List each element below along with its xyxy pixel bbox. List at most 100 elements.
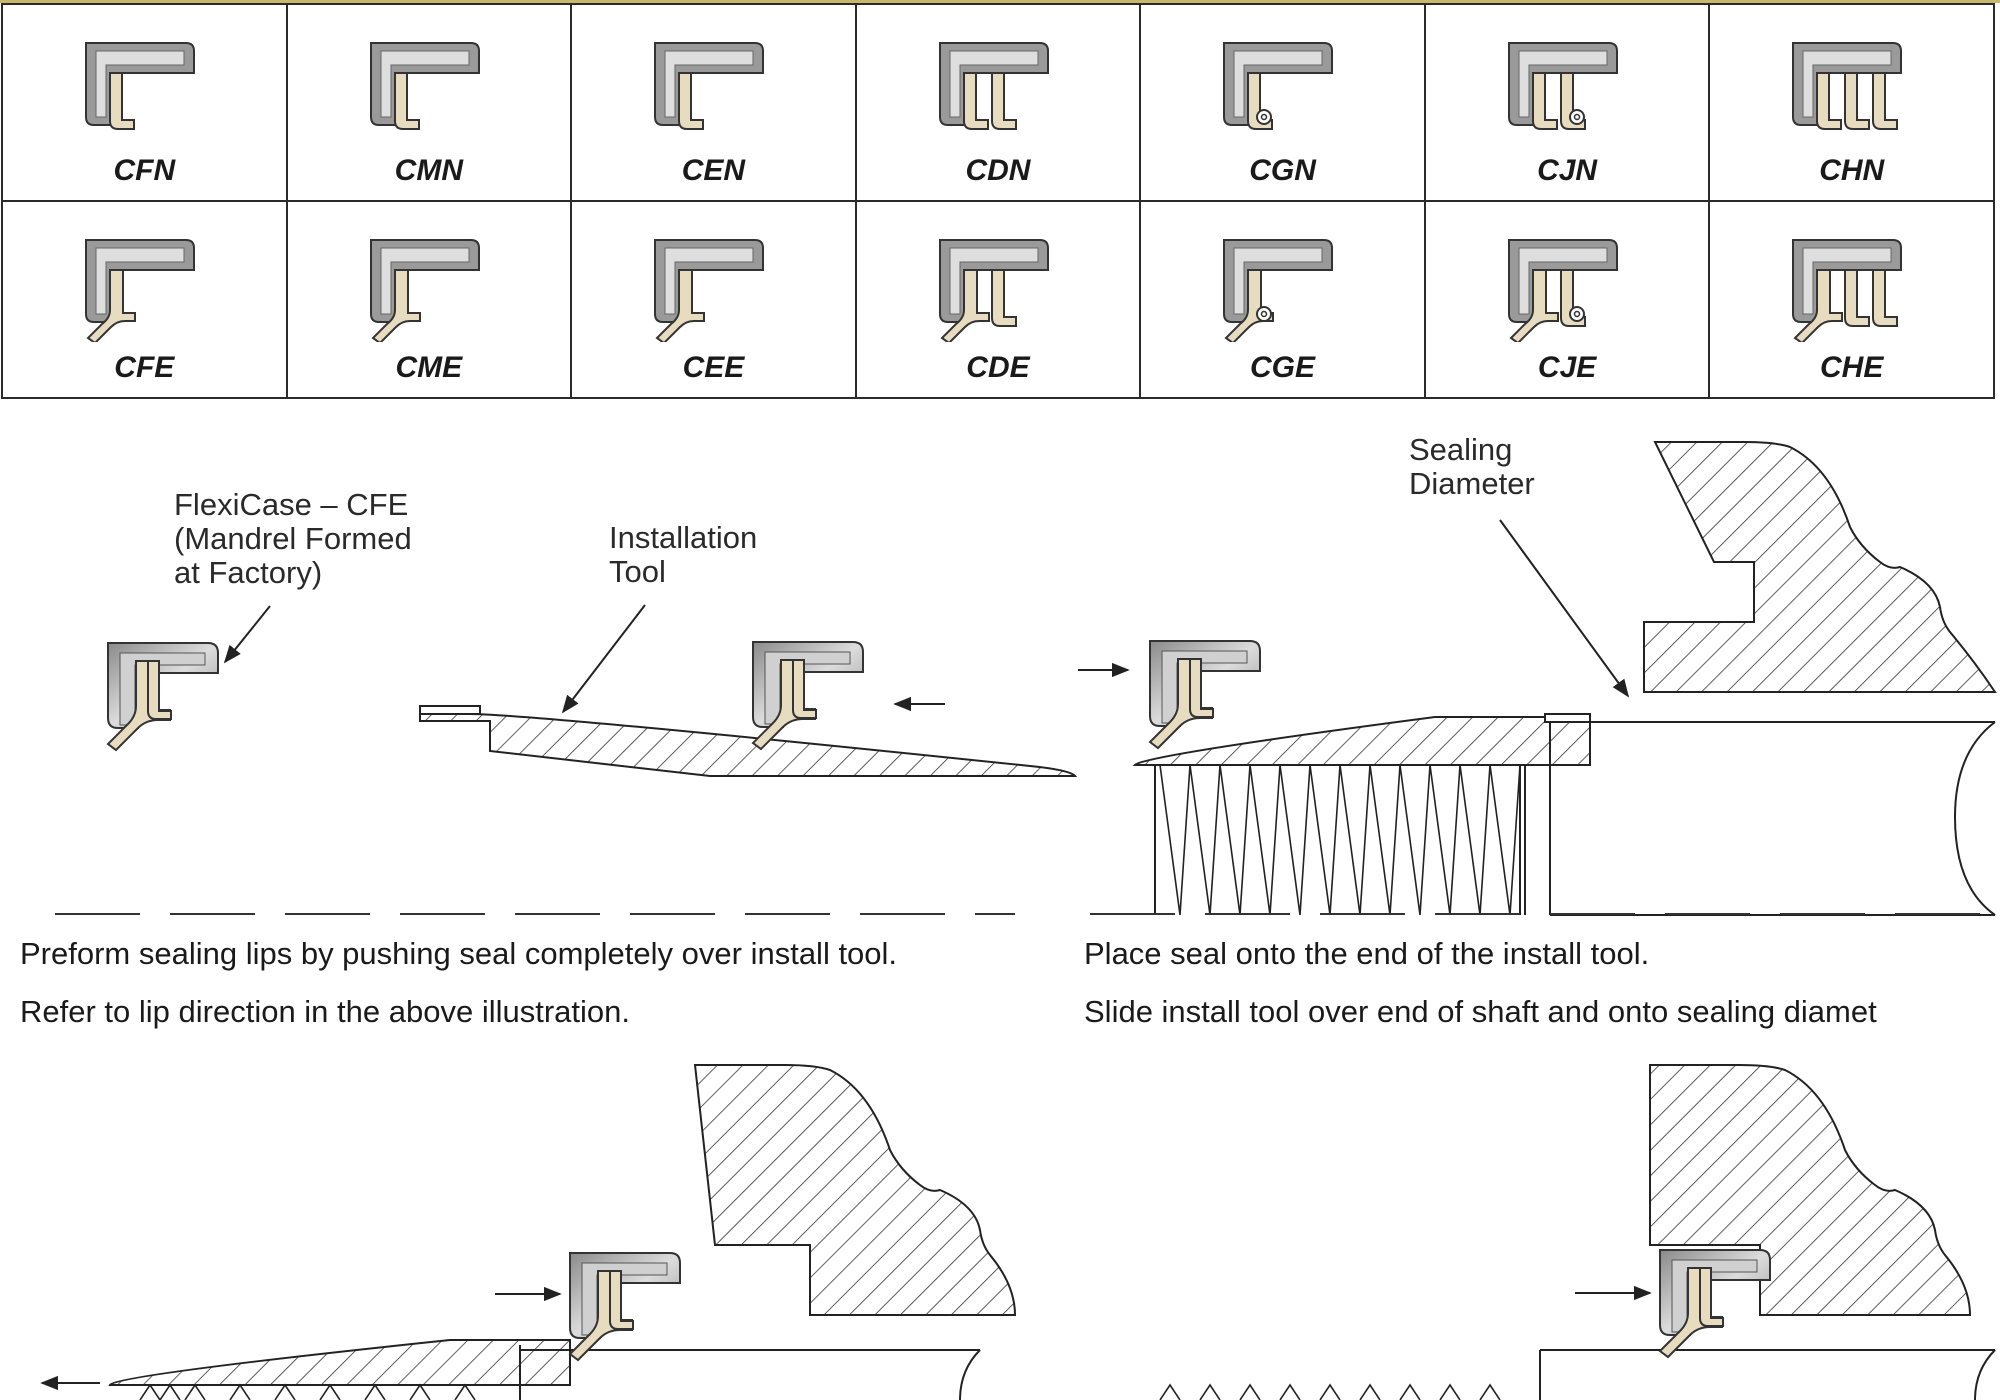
- step1-caption-b: Refer to lip direction in the above illu…: [20, 994, 630, 1029]
- spring-shape: [1568, 109, 1585, 125]
- lip-shape: [1872, 72, 1899, 130]
- label-line: at Factory): [174, 555, 323, 590]
- lip-shape: [371, 269, 421, 342]
- seal-code: CEE: [682, 351, 745, 384]
- label-line: (Mandrel Formed: [174, 521, 412, 556]
- lip-shape: [990, 269, 1017, 327]
- seal-cell-cme: CME: [285, 200, 573, 399]
- label-line: Diameter: [1409, 466, 1535, 501]
- seal-profile-icon: [938, 42, 1049, 130]
- seal-code: CJN: [1537, 154, 1598, 187]
- seal-code: CMN: [394, 154, 463, 187]
- shaft: [519, 1345, 980, 1400]
- shaft: [1549, 721, 1995, 916]
- top-rule: [0, 0, 2000, 3]
- seal-cell-cen: CEN: [570, 3, 857, 202]
- housing-bore: [1643, 441, 1997, 693]
- case-highlight: [1233, 50, 1323, 118]
- case-highlight: [95, 247, 185, 315]
- seal-code: CEN: [681, 154, 746, 187]
- step4-diagram: [1159, 1064, 1996, 1400]
- seal-cell-cge: CGE: [1139, 200, 1426, 399]
- label-line: FlexiCase – CFE: [174, 487, 409, 522]
- spring-shape: [1256, 109, 1273, 125]
- install-tool-shape: [1132, 716, 1591, 766]
- step2-caption-b: Slide install tool over end of shaft and…: [1084, 994, 1877, 1029]
- seal-profile-icon: [369, 42, 480, 130]
- housing-bore: [693, 1064, 1017, 1316]
- seal-code: CGE: [1250, 351, 1316, 384]
- label-line: Installation: [609, 520, 758, 555]
- seal-profile-icon: [85, 42, 195, 130]
- seal-profile-icon: [1223, 42, 1334, 130]
- step2-caption-a: Place seal onto the end of the install t…: [1084, 936, 1650, 971]
- lip-shape: [86, 269, 136, 342]
- seal-code: CDN: [965, 154, 1031, 187]
- seal-cell-cmn: CMN: [285, 3, 573, 202]
- spring-core: [1573, 113, 1581, 121]
- shaft-threads: [1159, 1383, 1501, 1400]
- seal-code: CHE: [1820, 351, 1884, 384]
- seal-cell-cde: CDE: [854, 200, 1142, 399]
- seal-profile-icon: [1507, 239, 1618, 342]
- install-tool-label: Installation Tool: [609, 521, 757, 589]
- seal-profile-icon: [1507, 42, 1618, 130]
- shaft-threads: [1159, 764, 1521, 916]
- seal-cell-cjn: CJN: [1423, 3, 1711, 202]
- case-highlight: [1518, 50, 1608, 118]
- case-highlight: [1802, 50, 1892, 118]
- seal-cell-cdn: CDN: [854, 3, 1142, 202]
- lip-shape: [1509, 269, 1559, 342]
- seal-profile-icon: [1792, 42, 1903, 130]
- seal-profile-icon: [369, 239, 480, 342]
- lip-shape: [393, 72, 420, 130]
- spring-core: [1261, 113, 1268, 121]
- case-highlight: [664, 247, 754, 315]
- lip-shape: [940, 269, 990, 342]
- seal-profile-icon: [85, 239, 195, 342]
- seal-row-n: CFN CMN CEN CDN CGN CJN CHN: [1, 3, 1995, 202]
- case-highlight: [380, 247, 470, 315]
- shaft: [1539, 1349, 1995, 1400]
- lip-shape: [1872, 269, 1899, 327]
- seal-code: CFN: [113, 154, 176, 187]
- flexicase-label: FlexiCase – CFE (Mandrel Formed at Facto…: [174, 488, 412, 590]
- install-tool-shape: [419, 713, 1078, 777]
- spring-core: [1261, 310, 1268, 318]
- lip-shape: [1844, 72, 1871, 130]
- lip-shape: [655, 269, 706, 342]
- seal-cell-cfe: CFE: [1, 200, 288, 399]
- seal-profile-icon: [938, 239, 1049, 342]
- lip-shape: [990, 72, 1017, 130]
- seal-cell-chn: CHN: [1708, 3, 1995, 202]
- step2-diagram: [1078, 441, 1997, 916]
- case-highlight: [949, 247, 1039, 315]
- seal-row-e: CFE CME CEE CDE CGE CJE CHE: [1, 200, 1995, 399]
- step3-diagram: [40, 1064, 1017, 1400]
- seal-cell-cgn: CGN: [1139, 3, 1426, 202]
- step1-caption-a: Preform sealing lips by pushing seal com…: [20, 936, 898, 971]
- seal-profile-icon: [1792, 239, 1903, 342]
- seal-code: CFE: [114, 351, 175, 384]
- housing-bore: [1649, 1064, 1972, 1316]
- seal-cell-cje: CJE: [1423, 200, 1711, 399]
- callout-arrow: [561, 604, 646, 714]
- callout-arrow: [223, 605, 271, 664]
- seal-cell-cfn: CFN: [1, 3, 288, 202]
- sealing-diameter-label: Sealing Diameter: [1409, 433, 1535, 501]
- label-line: Sealing: [1409, 432, 1513, 467]
- seal-code: CGN: [1249, 154, 1316, 187]
- lip-shape: [1844, 269, 1871, 327]
- seal-code: CJE: [1537, 351, 1597, 384]
- seal-cell-che: CHE: [1708, 200, 1995, 399]
- case-highlight: [949, 50, 1039, 118]
- seal-code: CHN: [1819, 154, 1885, 187]
- lip-shape: [1793, 269, 1844, 342]
- spring-shape: [1256, 306, 1273, 322]
- callout-arrow: [1499, 519, 1630, 698]
- spring-core: [1573, 310, 1581, 318]
- case-highlight: [664, 50, 754, 118]
- seal-profile-icon: [1223, 239, 1334, 342]
- step1-diagram: [55, 604, 1078, 915]
